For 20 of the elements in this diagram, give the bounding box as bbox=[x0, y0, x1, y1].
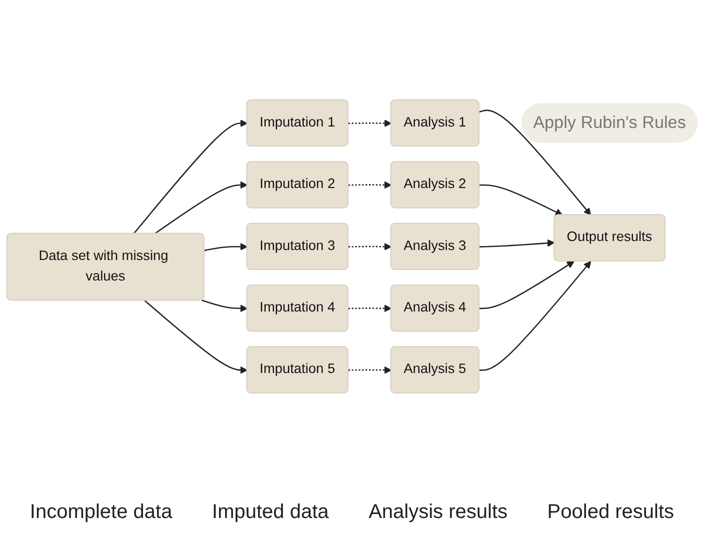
arrow bbox=[479, 261, 574, 310]
arrow bbox=[479, 261, 592, 371]
arrow bbox=[348, 366, 392, 374]
arrow bbox=[348, 181, 392, 189]
arrow bbox=[133, 120, 248, 234]
arrow bbox=[479, 184, 563, 216]
arrow bbox=[348, 304, 392, 312]
column-label: Pooled results bbox=[547, 501, 674, 524]
flowchart: Data set with missing values Imputation 1 Imputation 2 Imputation 3 Imputation 4 Imputation 5 Analysis 1 Analysis 2 Analysis 3 Analysis 4 Analysis 5 Apply Rubin's Rules Output results bbox=[0, 93, 704, 400]
arrow bbox=[479, 110, 592, 216]
column-label: Imputed data bbox=[212, 501, 329, 524]
column-label: Analysis results bbox=[368, 501, 508, 524]
arrow bbox=[479, 239, 555, 248]
arrow bbox=[348, 243, 392, 251]
arrow bbox=[154, 181, 248, 234]
arrow bbox=[202, 300, 248, 312]
column-label: Incomplete data bbox=[30, 501, 172, 524]
arrow bbox=[204, 243, 248, 252]
arrow bbox=[348, 120, 392, 128]
arrow bbox=[144, 300, 248, 374]
